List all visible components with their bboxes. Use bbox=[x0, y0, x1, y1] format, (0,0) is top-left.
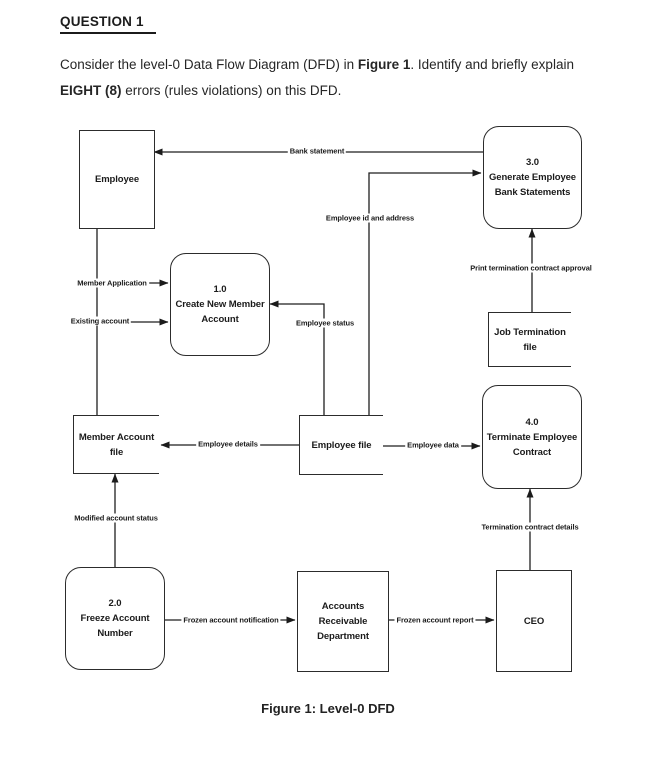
process-3-generate-employee-bank-statements: 3.0 Generate Employee Bank Statements bbox=[483, 126, 582, 229]
process-4-terminate-employee-contract: 4.0 Terminate Employee Contract bbox=[482, 385, 582, 489]
intro-text-3: errors (rules violations) on this DFD. bbox=[121, 83, 342, 98]
process-1-create-new-member-account: 1.0 Create New Member Account bbox=[170, 253, 270, 356]
process-2-name: Freeze Account Number bbox=[80, 613, 150, 639]
process-2-freeze-account-number: 2.0 Freeze Account Number bbox=[65, 567, 165, 670]
process-4-number: 4.0 bbox=[525, 416, 539, 428]
flow-line-employee-id-address bbox=[368, 169, 482, 415]
flow-label-print-termination-contract-approval: Print termination contract approval bbox=[468, 263, 594, 273]
entity-ceo: CEO bbox=[496, 570, 572, 672]
process-1-name: Create New Member Account bbox=[175, 299, 265, 325]
intro-eight-ref: EIGHT (8) bbox=[60, 83, 122, 98]
store-member-account-file: Member Account file bbox=[73, 415, 159, 474]
flow-label-frozen-account-notification: Frozen account notification bbox=[181, 615, 281, 625]
entity-accounts-receivable-department: Accounts Receivable Department bbox=[297, 571, 389, 672]
question-text: Consider the level-0 Data Flow Diagram (… bbox=[60, 52, 574, 104]
process-3-name: Generate Employee Bank Statements bbox=[488, 172, 576, 198]
flow-label-modified-account-status: Modified account status bbox=[72, 513, 160, 523]
question-heading: QUESTION 1 bbox=[60, 14, 156, 34]
flow-label-employee-details: Employee details bbox=[196, 439, 260, 449]
entity-employee: Employee bbox=[79, 130, 155, 229]
process-3-number: 3.0 bbox=[526, 157, 539, 168]
store-job-termination-file: Job Termination file bbox=[488, 312, 571, 367]
figure-caption: Figure 1: Level-0 DFD bbox=[261, 701, 395, 716]
process-2-number: 2.0 bbox=[108, 598, 122, 609]
flow-label-existing-account: Existing account bbox=[68, 316, 132, 326]
process-1-number: 1.0 bbox=[213, 284, 227, 295]
flow-label-employee-status: Employee status bbox=[293, 318, 357, 328]
flow-label-frozen-account-report: Frozen account report bbox=[394, 615, 476, 625]
process-4-name: Terminate Employee Contract bbox=[486, 431, 578, 458]
intro-text-2: . Identify and briefly explain bbox=[410, 57, 574, 72]
flow-label-termination-contract-details: Termination contract details bbox=[479, 522, 581, 532]
intro-text-1: Consider the level-0 Data Flow Diagram (… bbox=[60, 57, 358, 72]
flow-label-employee-data: Employee data bbox=[405, 440, 461, 450]
flow-label-bank-statement: Bank statement bbox=[287, 146, 347, 156]
intro-figure-ref: Figure 1 bbox=[357, 57, 411, 72]
flow-line-employee-status bbox=[269, 300, 325, 415]
store-employee-file: Employee file bbox=[299, 415, 383, 475]
flow-label-employee-id-and-address: Employee id and address bbox=[323, 213, 417, 223]
flow-label-member-application: Member Application bbox=[75, 278, 149, 288]
